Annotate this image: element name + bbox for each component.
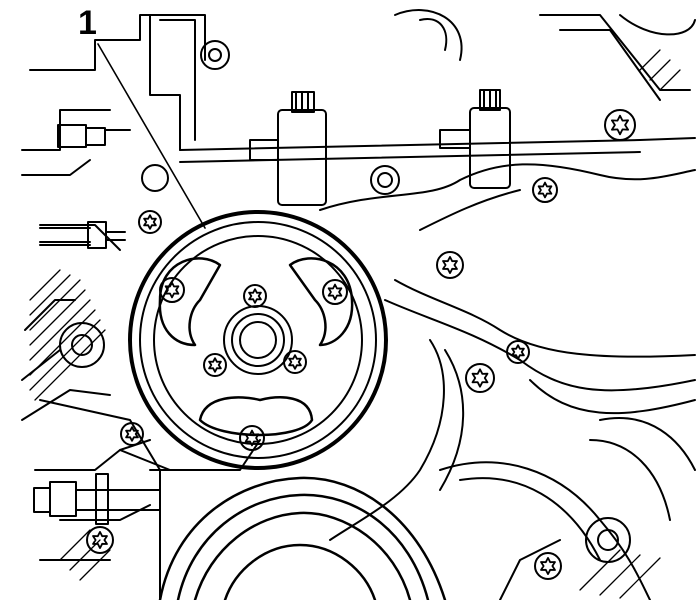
bolt-head: [138, 210, 162, 234]
hose-fitting: [39, 221, 126, 249]
torx-bolt: [465, 363, 495, 393]
bolt-head: [243, 284, 267, 308]
torx-star-icon: [327, 283, 343, 301]
torx-star-icon: [511, 344, 525, 360]
bolt-head: [436, 251, 464, 279]
torx-bolt: [86, 526, 114, 554]
pulley: [128, 210, 388, 470]
bolt-head: [159, 277, 185, 303]
rail-bracket-right: [439, 89, 511, 189]
boss: [200, 40, 230, 70]
bolt-group: [86, 109, 636, 580]
bolt-head: [86, 526, 114, 554]
callout-label-1: 1: [78, 4, 97, 42]
torx-star-icon: [244, 429, 260, 447]
bolt-head: [239, 425, 265, 451]
boss: [585, 517, 631, 563]
torx-bolt: [243, 284, 267, 308]
bolt-head: [283, 350, 307, 374]
torx-star-icon: [248, 288, 262, 304]
torx-bolt: [506, 340, 530, 364]
bolt-head: [322, 279, 348, 305]
torx-bolt: [159, 277, 185, 303]
torx-star-icon: [143, 214, 157, 230]
torx-star-icon: [442, 255, 458, 274]
sensor-fitting-upper: [57, 124, 131, 148]
torx-star-icon: [540, 557, 556, 575]
sensor-fitting-lower: [33, 473, 161, 525]
boss: [597, 529, 619, 551]
boss: [208, 48, 222, 62]
engine-casting-outline: [21, 9, 696, 600]
boss: [71, 334, 93, 356]
torx-bolt: [203, 353, 227, 377]
bolt-head: [465, 363, 495, 393]
torx-star-icon: [471, 368, 489, 388]
torx-star-icon: [164, 281, 180, 299]
torx-star-icon: [92, 531, 108, 549]
section-hatching: [29, 49, 681, 599]
crankshaft-pulley: [158, 476, 447, 600]
torx-bolt: [534, 552, 562, 580]
torx-star-icon: [125, 426, 139, 442]
boss: [59, 322, 105, 368]
bolt-head: [534, 552, 562, 580]
torx-bolt: [138, 210, 162, 234]
boss: [141, 164, 169, 192]
rail-bracket-left: [249, 91, 400, 206]
torx-star-icon: [208, 357, 222, 373]
pulley-slot: [158, 257, 222, 347]
bolt-head: [532, 177, 558, 203]
bolt-head: [506, 340, 530, 364]
torx-bolt: [322, 279, 348, 305]
torx-bolt: [532, 177, 558, 203]
bolt-head: [203, 353, 227, 377]
bolt-head: [120, 422, 144, 446]
torx-bolt: [436, 251, 464, 279]
bolt-head: [604, 109, 636, 141]
torx-star-icon: [611, 114, 629, 136]
torx-bolt: [604, 109, 636, 141]
boss-group: [59, 40, 631, 563]
torx-star-icon: [537, 181, 553, 199]
callout-leader-1: [97, 43, 206, 229]
torx-star-icon: [288, 354, 302, 370]
pulley-slot: [288, 257, 354, 347]
torx-bolt: [283, 350, 307, 374]
pulley-slot: [198, 396, 314, 437]
torx-bolt: [239, 425, 265, 451]
torx-bolt: [120, 422, 144, 446]
